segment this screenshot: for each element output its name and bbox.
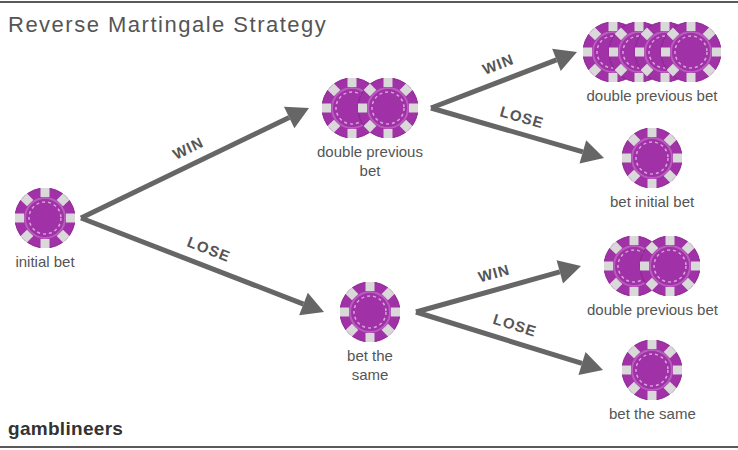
node-label: double previous bet [587,86,718,105]
arrow-connector [81,107,309,218]
poker-chip [622,340,682,400]
chip-node: bet the same [609,340,696,423]
edge-label: WIN [473,259,514,286]
diagram-title: Reverse Martingale Strategy [8,12,327,38]
node-label: double previous bet [587,300,718,319]
chip-node: double previous bet [587,236,718,319]
poker-chip [15,188,75,248]
chip-stack [604,236,700,296]
node-label: bet the same [330,346,410,384]
chip-node: bet initial bet [610,128,694,211]
chip-node: double previous bet [583,22,721,105]
poker-chip [340,282,400,342]
chip-stack [622,340,682,400]
chip-stack [340,282,400,342]
top-rule [0,1,738,3]
brand-logo: gamblineers [8,418,123,440]
poker-chip [640,236,700,296]
arrow-connector [431,49,577,108]
chip-node: double previous bet [315,78,425,180]
node-label: bet the same [609,404,696,423]
poker-chip [661,22,721,82]
bottom-rule [0,446,738,448]
chip-stack [583,22,721,82]
arrow-connector [81,218,324,315]
poker-chip [622,128,682,188]
chip-node: initial bet [15,188,75,271]
chip-stack [15,188,75,248]
chip-node: bet the same [330,282,410,384]
poker-chip [358,78,418,138]
chip-stack [322,78,418,138]
node-label: double previous bet [315,142,425,180]
chip-stack [622,128,682,188]
node-label: initial bet [15,252,74,271]
node-label: bet initial bet [610,192,694,211]
